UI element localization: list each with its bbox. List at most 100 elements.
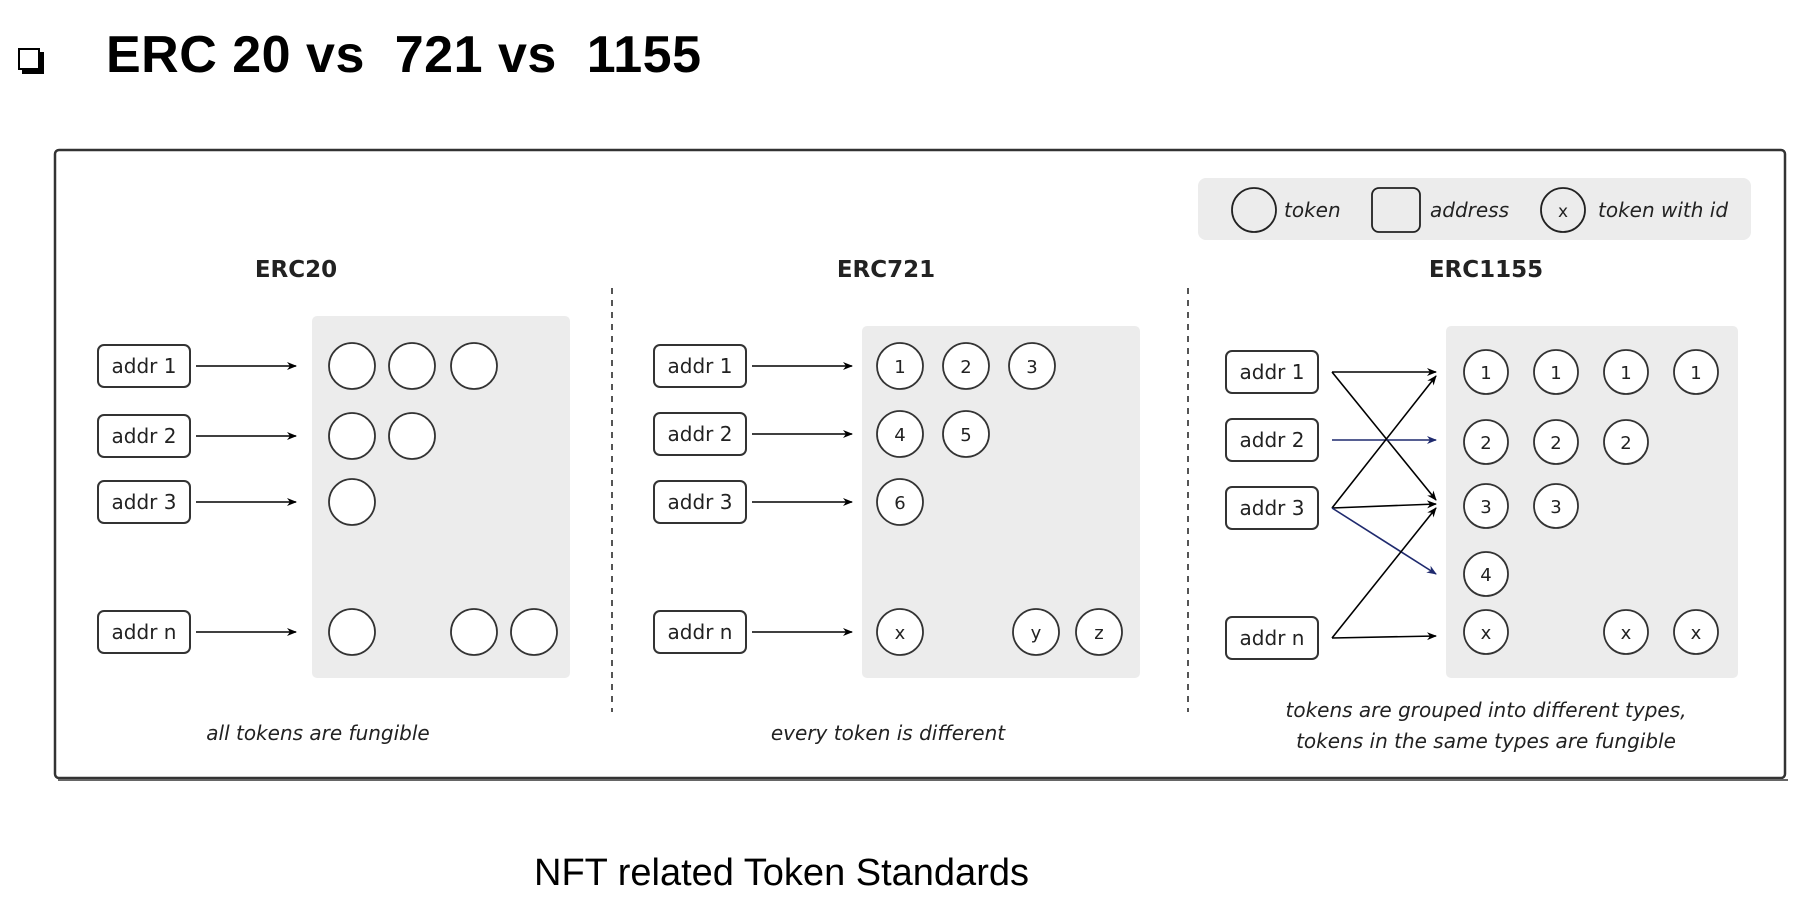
token-circle-icon (1673, 349, 1719, 395)
token-circle-icon (450, 608, 498, 656)
panel-heading: ERC721 (837, 257, 935, 283)
token: 2 (942, 342, 990, 390)
panel-note: every token is different (771, 721, 1006, 745)
token-circle-icon (1533, 483, 1579, 529)
token-circle-icon (1463, 349, 1509, 395)
token-circle-icon (876, 410, 924, 458)
address-square-icon (653, 344, 747, 388)
token-circle-icon (328, 478, 376, 526)
legend: token address x token with id (1198, 178, 1751, 240)
token-circle-icon (510, 608, 558, 656)
token-circle-icon (1533, 419, 1579, 465)
legend-token-with-id-circle-icon (1540, 187, 1586, 233)
token: 1 (1673, 349, 1719, 395)
token (450, 608, 498, 656)
page-title: ERC 20 vs 721 vs 1155 (106, 26, 702, 84)
token-circle-icon (1463, 551, 1509, 597)
token: 3 (1008, 342, 1056, 390)
legend-address-square-icon (1371, 187, 1421, 233)
token (328, 608, 376, 656)
address-box: addr 3 (97, 480, 191, 524)
token-id: 2 (1620, 433, 1631, 454)
address-square-icon (1225, 350, 1319, 394)
token-id: 6 (894, 493, 905, 514)
token-id: 1 (894, 357, 905, 378)
legend-token-circle-icon (1231, 187, 1277, 233)
token-id: 5 (960, 425, 971, 446)
token-area (1446, 326, 1738, 678)
token (388, 412, 436, 460)
arrow (1331, 375, 1437, 509)
token (450, 342, 498, 390)
address-square-icon (1225, 418, 1319, 462)
token-circle-icon (388, 342, 436, 390)
token: 2 (1463, 419, 1509, 465)
panel-erc721: ERC721 addr 1 addr 2 addr 3 addr n 1 2 3 4 5 6 x y… (653, 257, 1140, 745)
address-label: addr 1 (112, 354, 177, 378)
token-circle-icon (1012, 608, 1060, 656)
address-box: addr 2 (653, 412, 747, 456)
token: 2 (1603, 419, 1649, 465)
token-circle-icon (388, 412, 436, 460)
address-label: addr 2 (1240, 428, 1305, 452)
address-box: addr 2 (1225, 418, 1319, 462)
token-circle-icon (1075, 608, 1123, 656)
token-id: z (1094, 623, 1103, 644)
address-square-icon (97, 610, 191, 654)
legend-token-label: token (1284, 198, 1341, 222)
token-id: x (1481, 623, 1492, 644)
token-area (862, 326, 1140, 678)
token-id: x (1691, 623, 1702, 644)
token (388, 342, 436, 390)
address-square-icon (653, 610, 747, 654)
address-square-icon (1225, 616, 1319, 660)
token-circle-icon (450, 342, 498, 390)
address-label: addr 1 (668, 354, 733, 378)
title-row: ERC 20 vs 721 vs 1155 (18, 20, 702, 90)
token-id: 1 (1550, 363, 1561, 384)
legend-token-with-id-label: token with id (1598, 198, 1728, 222)
address-label: addr n (1240, 626, 1305, 650)
token-circle-icon (876, 608, 924, 656)
token: x (1463, 609, 1509, 655)
token: y (1012, 608, 1060, 656)
address-box: addr 3 (1225, 486, 1319, 530)
token: 4 (1463, 551, 1509, 597)
address-square-icon (97, 344, 191, 388)
figure-caption: NFT related Token Standards (534, 852, 1029, 894)
panel-heading: ERC20 (255, 257, 337, 283)
token-area (312, 316, 570, 678)
arrow (1331, 632, 1437, 641)
address-square-icon (1225, 486, 1319, 530)
address-square-icon (653, 412, 747, 456)
token-id: 2 (1480, 433, 1491, 454)
token-circle-icon (328, 608, 376, 656)
address-box: addr 3 (653, 480, 747, 524)
panel-note: tokens are grouped into different types, (1286, 698, 1687, 722)
address-box: addr n (1225, 616, 1319, 660)
token-id: 4 (894, 425, 905, 446)
panel-heading: ERC1155 (1429, 257, 1543, 283)
token-circle-icon (328, 342, 376, 390)
address-box: addr 1 (97, 344, 191, 388)
token (328, 412, 376, 460)
panel-note: tokens in the same types are fungible (1296, 729, 1676, 753)
address-square-icon (97, 480, 191, 524)
token-id: y (1031, 623, 1042, 644)
token: x (876, 608, 924, 656)
token-id: 3 (1026, 357, 1037, 378)
address-square-icon (653, 480, 747, 524)
token: x (1603, 609, 1649, 655)
legend-id-symbol: x (1558, 202, 1568, 222)
token (328, 342, 376, 390)
token (328, 478, 376, 526)
token: x (1673, 609, 1719, 655)
address-label: addr n (112, 620, 177, 644)
address-label: addr n (668, 620, 733, 644)
token-circle-icon (942, 342, 990, 390)
token-circle-icon (942, 410, 990, 458)
token-id: 2 (1550, 433, 1561, 454)
token-id: x (1621, 623, 1632, 644)
